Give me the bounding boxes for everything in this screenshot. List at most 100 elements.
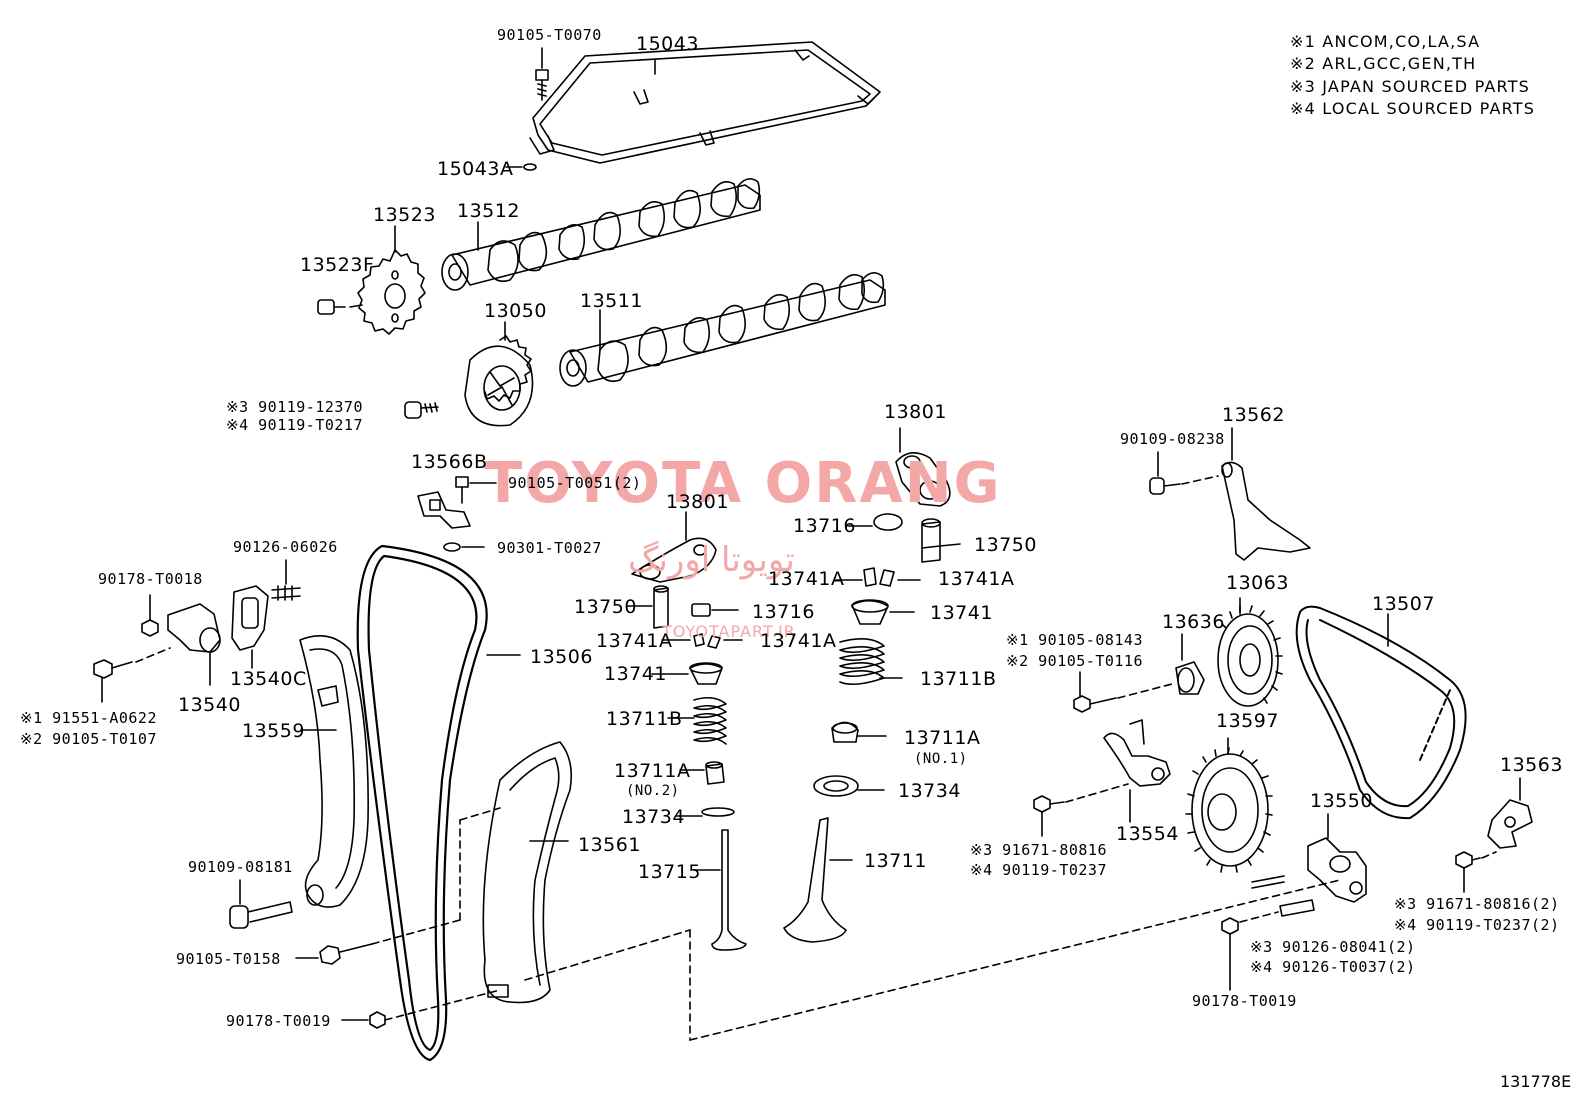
part-label-90178-T0019-left[interactable]: 90178-T0019 (226, 1012, 331, 1030)
part-label-90109-08181[interactable]: 90109-08181 (188, 858, 293, 876)
part-label-13511[interactable]: 13511 (580, 290, 643, 312)
part-label-90105-08143[interactable]: ※1 90105-08143 (1006, 631, 1143, 649)
part-label-90119-T0237-left[interactable]: ※4 90119-T0237 (970, 861, 1107, 879)
part-label-91551-A0622[interactable]: ※1 91551-A0622 (20, 709, 157, 727)
part-label-90109-08238[interactable]: 90109-08238 (1120, 430, 1225, 448)
part-label-13523F[interactable]: 13523F (300, 254, 375, 276)
part-label-13540[interactable]: 13540 (178, 694, 241, 716)
part-label-13563[interactable]: 13563 (1500, 754, 1563, 776)
part-label-90105-T0070[interactable]: 90105-T0070 (497, 26, 602, 44)
part-label-13741A-top-right[interactable]: 13741A (938, 568, 1015, 590)
part-label-90105-T0107[interactable]: ※2 90105-T0107 (20, 730, 157, 748)
note-text: LOCAL SOURCED PARTS (1322, 99, 1536, 118)
bracket-13563 (1488, 778, 1532, 848)
part-label-13715[interactable]: 13715 (638, 861, 701, 883)
rocker-arm-13801-left (632, 538, 716, 582)
part-label-13550[interactable]: 13550 (1310, 790, 1373, 812)
part-label-90119-T0237-right[interactable]: ※4 90119-T0237(2) (1394, 916, 1560, 934)
part-label-13716-top[interactable]: 13716 (793, 515, 856, 537)
part-label-13750-left[interactable]: 13750 (574, 596, 637, 618)
part-label-13734-right[interactable]: 13734 (898, 780, 961, 802)
part-label-13734-left[interactable]: 13734 (622, 806, 685, 828)
part-label-90178-T0018[interactable]: 90178-T0018 (98, 570, 203, 588)
part-label-15043[interactable]: 15043 (636, 33, 699, 55)
part-label-90178-T0019-right[interactable]: 90178-T0019 (1192, 992, 1297, 1010)
part-label-91671-80816-right[interactable]: ※3 91671-80816(2) (1394, 895, 1560, 913)
part-label-13741A-top-left[interactable]: 13741A (768, 568, 845, 590)
part-label-13512[interactable]: 13512 (457, 200, 520, 222)
part-label-13566B[interactable]: 13566B (411, 451, 488, 473)
note-mark: ※1 (1290, 32, 1316, 51)
part-label-15043A[interactable]: 15043A (437, 158, 514, 180)
keepers-13741A-top (836, 568, 920, 586)
timing-chain-13506 (358, 546, 487, 1060)
part-label-13741A-left-a[interactable]: 13741A (596, 630, 673, 652)
part-label-90105-T0051[interactable]: 90105-T0051(2) (508, 474, 642, 492)
seal-13711A-right (832, 722, 886, 742)
bolt-90178-T0018 (142, 595, 158, 636)
part-label-13711A-no1[interactable]: 13711A (904, 727, 981, 749)
part-label-13636[interactable]: 13636 (1162, 611, 1225, 633)
bolt-90109-08181 (230, 880, 292, 928)
part-label-90105-T0158[interactable]: 90105-T0158 (176, 950, 281, 968)
part-label-13801-right[interactable]: 13801 (884, 401, 947, 423)
note-text: ARL,GCC,GEN,TH (1322, 54, 1477, 73)
part-label-90105-T0116[interactable]: ※2 90105-T0116 (1006, 652, 1143, 670)
part-label-91671-80816-left[interactable]: ※3 91671-80816 (970, 841, 1107, 859)
part-label-90119-12370[interactable]: ※3 90119-12370 (226, 398, 363, 416)
part-label-13741-top[interactable]: 13741 (930, 602, 993, 624)
seat-13734-right (814, 776, 884, 796)
bolt-90105-T0158 (296, 944, 372, 964)
bushing-13636 (1176, 634, 1204, 694)
part-label-13559[interactable]: 13559 (242, 720, 305, 742)
part-label-13507[interactable]: 13507 (1372, 593, 1435, 615)
part-label-13506[interactable]: 13506 (530, 646, 593, 668)
note-1: ※1 ANCOM,CO,LA,SA (1290, 34, 1480, 50)
part-label-13711B-left[interactable]: 13711B (606, 708, 683, 730)
watermark-url: TOYOTAPART.IR (662, 622, 796, 641)
part-label-90301-T0027[interactable]: 90301-T0027 (497, 539, 602, 557)
part-label-13554[interactable]: 13554 (1116, 823, 1179, 845)
part-label-13711B-right[interactable]: 13711B (920, 668, 997, 690)
bracket-13566B (418, 492, 470, 528)
part-label-13711A-no2[interactable]: 13711A (614, 760, 691, 782)
retainer-13741-left (652, 663, 722, 684)
part-label-13540C[interactable]: 13540C (230, 668, 307, 690)
gear-13063 (1218, 598, 1282, 706)
part-label-13741A-left-b[interactable]: 13741A (760, 630, 837, 652)
note-text: JAPAN SOURCED PARTS (1322, 77, 1531, 96)
part-label-90126-06026[interactable]: 90126-06026 (233, 538, 338, 556)
part-label-90119-T0217[interactable]: ※4 90119-T0217 (226, 416, 363, 434)
bolt-90119-12370 (405, 402, 438, 418)
part-label-13741-left[interactable]: 13741 (604, 663, 667, 685)
chain-guide-13559 (300, 636, 368, 907)
part-label-13523[interactable]: 13523 (373, 204, 436, 226)
part-label-90126-T0037[interactable]: ※4 90126-T0037(2) (1250, 958, 1416, 976)
part-label-13750-right[interactable]: 13750 (974, 534, 1037, 556)
part-label-13063[interactable]: 13063 (1226, 572, 1289, 594)
part-label-13561[interactable]: 13561 (578, 834, 641, 856)
chain-13507 (1297, 607, 1466, 818)
lash-adjuster-13750-left (628, 586, 668, 628)
part-label-13562[interactable]: 13562 (1222, 404, 1285, 426)
part-label-13050[interactable]: 13050 (484, 300, 547, 322)
bolt-91671-80816-right (1456, 852, 1480, 892)
bolt-90105-08143 (1074, 672, 1116, 712)
valve-13715 (694, 830, 746, 950)
part-label-13801-left[interactable]: 13801 (666, 491, 729, 513)
cam-cover-gasket (530, 42, 880, 163)
part-label-13716-left[interactable]: 13716 (752, 601, 815, 623)
part-label-90126-08041[interactable]: ※3 90126-08041(2) (1250, 938, 1416, 956)
note-2: ※2 ARL,GCC,GEN,TH (1290, 56, 1476, 72)
seat-13734-left (676, 808, 734, 816)
stud-90126-06026 (272, 560, 300, 600)
watermark-persian: تویوتا اورنگ (628, 540, 795, 580)
part-label-13597[interactable]: 13597 (1216, 710, 1279, 732)
part-label-13711[interactable]: 13711 (864, 850, 927, 872)
sprocket-13523 (358, 250, 425, 334)
gasket-13540C (232, 586, 268, 668)
note-3: ※3 JAPAN SOURCED PARTS (1290, 79, 1530, 95)
bolt-90178-T0019-left (342, 1012, 385, 1028)
